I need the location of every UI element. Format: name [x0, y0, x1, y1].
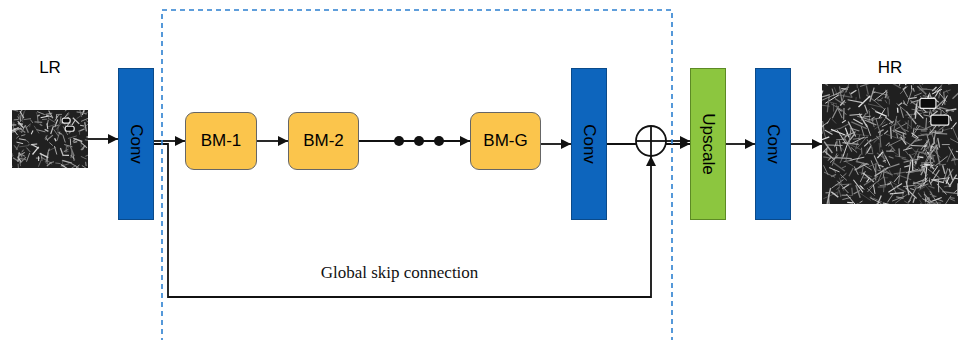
block-module: BM-G: [470, 112, 541, 170]
photo-image: [12, 110, 88, 168]
flow-arrow: [726, 139, 755, 149]
photo-image: [822, 84, 958, 204]
conv-layer: Conv: [118, 68, 154, 220]
layer-name: Upscale: [698, 113, 718, 174]
conv-layer: Conv: [571, 68, 607, 220]
arrow-head: [680, 136, 690, 146]
arrow-head: [646, 156, 656, 166]
arrow-head: [561, 139, 571, 149]
flow-arrow: [88, 134, 118, 144]
layer-name: Conv: [126, 124, 146, 164]
arrow-head: [175, 136, 185, 146]
image-label: LR: [39, 58, 61, 78]
block-module: BM-2: [288, 112, 359, 170]
ellipsis-dot: [414, 136, 424, 146]
arrow-head: [278, 136, 288, 146]
flow-arrow: [541, 139, 571, 149]
layer-name: Conv: [763, 124, 783, 164]
upscale-layer: Upscale: [690, 68, 726, 220]
ellipsis-dot: [394, 136, 404, 146]
layer-name: BM-2: [303, 131, 344, 151]
layer-name: BM-1: [201, 131, 242, 151]
layer-name: BM-G: [483, 131, 527, 151]
flow-arrow: [257, 136, 288, 146]
dashed-region: [162, 10, 672, 340]
input-image: LR: [8, 58, 92, 172]
flow-arrow: [791, 139, 822, 149]
edge-label: Global skip connection: [318, 263, 482, 283]
conv-layer: Conv: [755, 68, 791, 220]
arrow-head: [108, 134, 118, 144]
layer-name: Conv: [579, 124, 599, 164]
flow-arrow: [359, 136, 470, 146]
arrow-head: [460, 136, 470, 146]
ellipsis-dot: [434, 136, 444, 146]
arrow-head: [745, 139, 755, 149]
output-image: HR: [820, 58, 960, 206]
block-module: BM-1: [185, 112, 257, 170]
sum-symbol: [636, 126, 666, 156]
image-label: HR: [878, 58, 903, 78]
arrow-head: [812, 139, 822, 149]
